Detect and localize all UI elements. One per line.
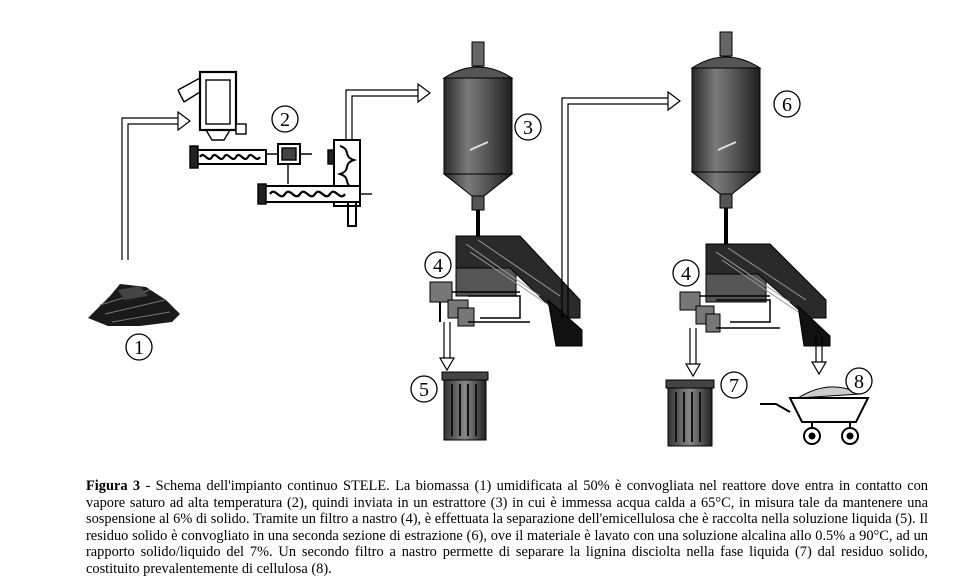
transfer-pipe-arrow [561, 90, 681, 318]
steam-reactor [177, 70, 431, 227]
marker-1: 1 [125, 333, 153, 361]
caption-separator: - [140, 478, 156, 494]
cellulose-wheelbarrow [760, 386, 870, 445]
extractor-tank-1 [442, 41, 514, 236]
liquid-bin-5 [441, 371, 489, 441]
svg-text:1: 1 [134, 337, 144, 359]
biomass-pile [88, 284, 180, 326]
liquid-arrow-2 [684, 328, 702, 378]
belt-filter-2 [679, 243, 831, 347]
svg-text:4: 4 [433, 255, 443, 277]
svg-text:4: 4 [681, 263, 691, 285]
marker-4b: 4 [672, 259, 700, 287]
process-diagram: 1 2 [88, 31, 873, 447]
extractor-tank-2 [690, 31, 762, 246]
svg-text:3: 3 [523, 117, 533, 139]
svg-text:2: 2 [280, 109, 290, 131]
svg-text:6: 6 [782, 94, 792, 116]
marker-6: 6 [773, 90, 801, 118]
svg-text:5: 5 [419, 379, 429, 401]
marker-7: 7 [720, 371, 748, 399]
marker-3: 3 [514, 113, 542, 141]
marker-4a: 4 [424, 251, 452, 279]
svg-text:7: 7 [729, 375, 739, 397]
marker-2: 2 [271, 105, 299, 133]
caption-text: Schema dell'impianto continuo STELE. La … [86, 478, 928, 577]
figure-caption: Figura 3 - Schema dell'impianto continuo… [86, 478, 928, 578]
solid-arrow [810, 336, 828, 376]
liquid-arrow-1 [438, 322, 456, 372]
belt-filter-1 [429, 235, 583, 347]
marker-5: 5 [410, 375, 438, 403]
feed-pipe-arrow [121, 110, 191, 260]
marker-8: 8 [845, 367, 873, 395]
caption-label: Figura 3 [86, 478, 141, 494]
svg-text:8: 8 [854, 371, 864, 393]
liquid-bin-7 [665, 379, 715, 447]
